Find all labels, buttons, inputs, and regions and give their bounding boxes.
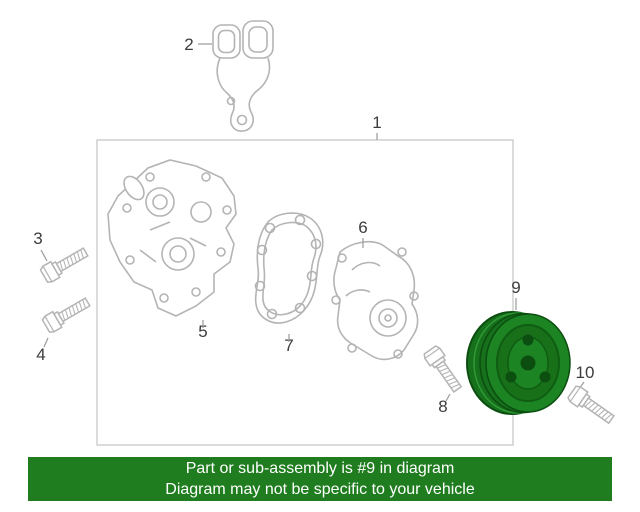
bolt-hole [264, 222, 276, 234]
housing-detail-lines [139, 221, 207, 263]
part-9-drawing water-pump-pulley highlighted-part [466, 311, 571, 415]
part-8-leader-line [445, 393, 451, 402]
pump-detail-lines [345, 261, 381, 297]
bolt-hole [191, 287, 201, 297]
bolt-hole [256, 244, 268, 256]
part-10-label: 10 [576, 363, 595, 382]
part-3-leader-line [40, 249, 48, 262]
part-2-drawing [212, 20, 274, 132]
part-7-drawing [254, 212, 324, 324]
bolt-hole [409, 291, 419, 301]
housing-spout [123, 175, 145, 201]
bolt-hole [159, 293, 169, 303]
housing-port [145, 187, 175, 217]
pump-hub [384, 314, 392, 322]
bolt-hole [393, 349, 403, 359]
gasket-port-outer [212, 24, 241, 59]
bolt-hole [145, 172, 155, 182]
bolt-hole [294, 214, 306, 226]
part-4-drawing bolt [40, 293, 93, 335]
pulley-bolt-hole [539, 371, 551, 383]
housing-port [161, 237, 195, 271]
bolt-hole [337, 253, 347, 263]
part-8-label: 8 [438, 397, 447, 416]
housing-port [190, 201, 212, 223]
bolt-hole [310, 238, 322, 250]
part-7-label: 7 [284, 336, 293, 355]
part-3-drawing bolt [38, 243, 91, 285]
bolt-hole [125, 255, 135, 265]
assembly-box [96, 139, 514, 446]
part-3-label: 3 [33, 229, 42, 248]
bolt-hole [266, 308, 278, 320]
bolt-hole [294, 302, 306, 314]
bolt-hole [306, 270, 318, 282]
gasket-port-inner [248, 26, 268, 53]
gasket-body-outline [216, 57, 271, 132]
bolt-hole [226, 96, 236, 106]
bolt-hole [216, 247, 226, 257]
bolt-hole [122, 203, 132, 213]
part-5-drawing [107, 159, 237, 317]
housing-port [169, 245, 187, 263]
bolt-hole [236, 114, 248, 126]
part-10-drawing bolt [566, 383, 618, 428]
banner-line-1: Part or sub-assembly is #9 in diagram [185, 460, 455, 477]
gasket-inner-outline [262, 221, 317, 316]
pulley-bolt-hole [522, 334, 534, 346]
highlight-banner: Part or sub-assembly is #9 in diagram Di… [28, 457, 612, 501]
part-4-leader-line [43, 337, 49, 348]
part-9-label: 9 [511, 278, 520, 297]
pump-hub [369, 299, 407, 337]
bolt-hole [397, 247, 407, 257]
gasket-port-inner [217, 29, 236, 54]
gasket-port-outer [242, 20, 274, 59]
bolt-hole [331, 295, 341, 305]
part-6-label: 6 [358, 218, 367, 237]
bolt-hole [254, 280, 266, 292]
bolt-hole [201, 172, 211, 182]
part-6-drawing [331, 240, 419, 361]
pulley-bolt-hole [505, 371, 517, 383]
part-4-label: 4 [36, 345, 45, 364]
part-1-label: 1 [372, 113, 381, 132]
pulley-center-hole [520, 355, 536, 371]
housing-port [152, 194, 168, 210]
part-2-label: 2 [184, 35, 193, 54]
part-5-label: 5 [198, 322, 207, 341]
pump-hub [378, 308, 398, 328]
bolt-hole [347, 343, 357, 353]
bolt-hole [222, 205, 232, 215]
banner-line-2: Diagram may not be specific to your vehi… [165, 481, 475, 498]
part-8-drawing bolt [421, 344, 466, 396]
